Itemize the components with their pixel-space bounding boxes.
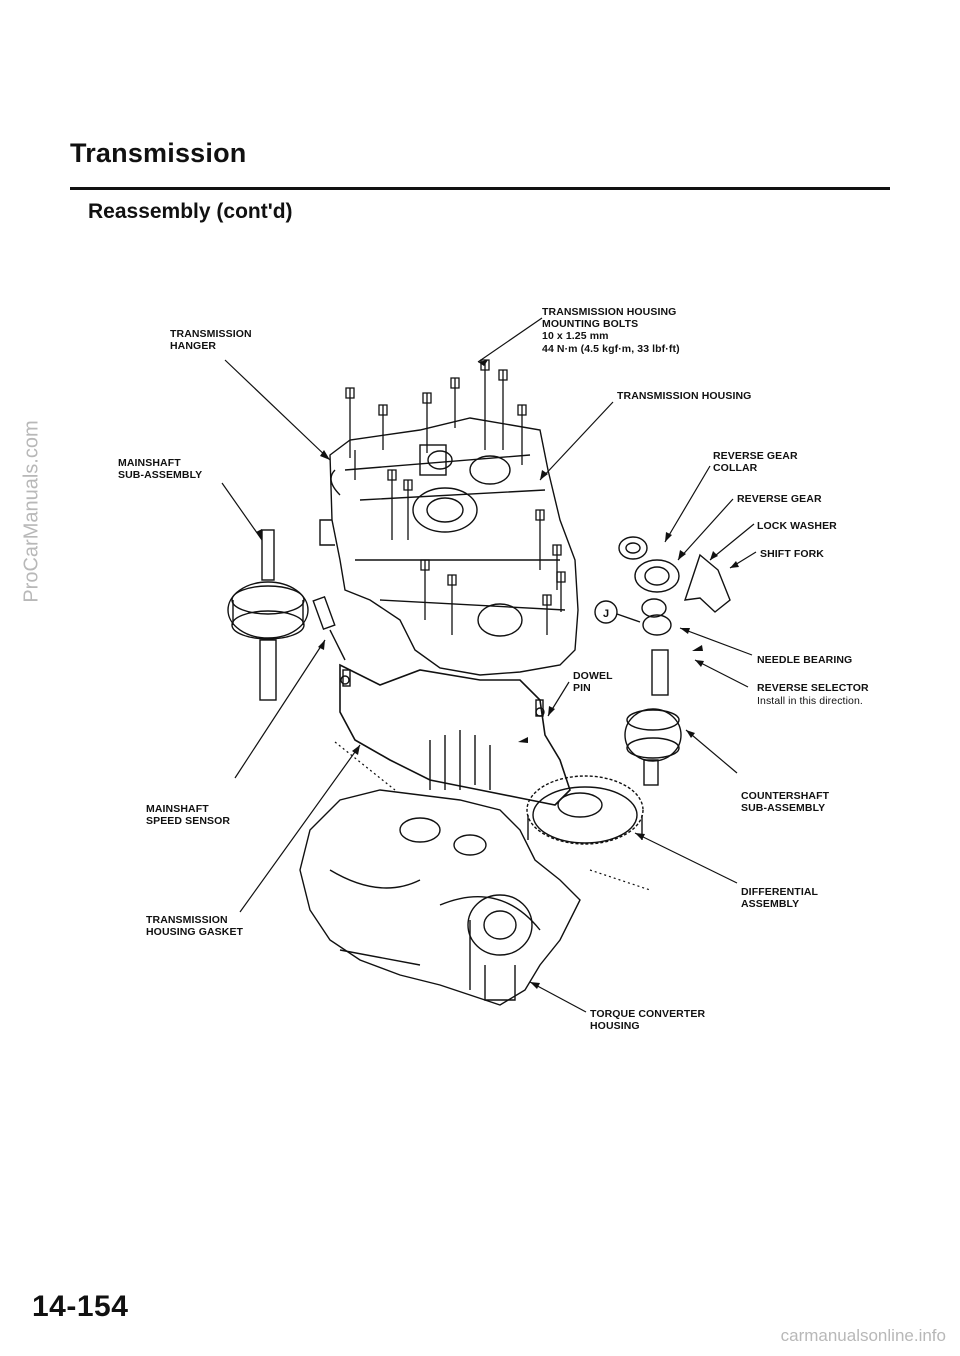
label-mainshaft-speed-sensor: MAINSHAFT SPEED SENSOR xyxy=(146,803,231,827)
housing-gasket-shape xyxy=(339,663,571,806)
speed-sensor-shape xyxy=(312,595,346,661)
watermark-bottom: carmanualsonline.info xyxy=(780,1326,946,1345)
torque-converter-housing-shape xyxy=(299,789,581,1006)
title-rule xyxy=(70,187,890,190)
page-title: Transmission xyxy=(70,138,247,168)
mainshaft-subassembly-shape xyxy=(227,529,309,701)
label-dowel-pin: DOWEL PIN xyxy=(573,670,613,694)
label-countershaft-subassembly: COUNTERSHAFT SUB-ASSEMBLY xyxy=(741,790,830,814)
transmission-hanger-shape xyxy=(419,444,447,476)
housing-bearing-bore-1 xyxy=(412,487,478,533)
label-reverse-gear-collar: REVERSE GEAR COLLAR xyxy=(713,450,798,474)
callout-circle xyxy=(594,600,618,624)
label-housing-bolts: TRANSMISSION HOUSING MOUNTING BOLTS xyxy=(542,306,677,330)
page-number: 14-154 xyxy=(32,1290,129,1323)
label-shift-fork: SHIFT FORK xyxy=(760,548,824,560)
label-needle-bearing: NEEDLE BEARING xyxy=(757,654,853,666)
transmission-housing-shape xyxy=(329,417,579,676)
label-housing-bolts-size: 10 x 1.25 mm xyxy=(542,330,609,342)
housing-bearing-bore-2 xyxy=(469,455,511,485)
leader-arrowheads xyxy=(256,360,739,989)
label-transmission-hanger: TRANSMISSION HANGER xyxy=(170,328,252,352)
section-subtitle: Reassembly (cont'd) xyxy=(88,200,293,223)
label-reverse-selector: REVERSE SELECTOR xyxy=(757,682,869,694)
label-reverse-selector-note: Install in this direction. xyxy=(757,695,863,707)
leader-lines xyxy=(221,317,757,1013)
label-lock-washer: LOCK WASHER xyxy=(757,520,837,532)
label-differential-assembly: DIFFERENTIAL ASSEMBLY xyxy=(741,886,819,910)
reverse-gear-parts xyxy=(618,536,731,636)
label-mainshaft-subassembly: MAINSHAFT SUB-ASSEMBLY xyxy=(118,457,203,481)
label-torque-converter-housing: TORQUE CONVERTER HOUSING xyxy=(590,1008,706,1032)
label-reverse-gear: REVERSE GEAR xyxy=(737,493,822,505)
label-housing-bolts-torque: 44 N·m (4.5 kgf·m, 33 lbf·ft) xyxy=(542,343,680,355)
label-housing-gasket: TRANSMISSION HOUSING GASKET xyxy=(146,914,244,938)
countershaft-subassembly-shape xyxy=(624,649,682,786)
callout-symbol: J xyxy=(603,608,609,620)
differential-assembly-shape xyxy=(526,775,644,845)
mounting-bolts xyxy=(345,359,566,635)
label-transmission-housing: TRANSMISSION HOUSING xyxy=(617,390,752,402)
watermark-side: ProCarManuals.com xyxy=(20,420,43,603)
